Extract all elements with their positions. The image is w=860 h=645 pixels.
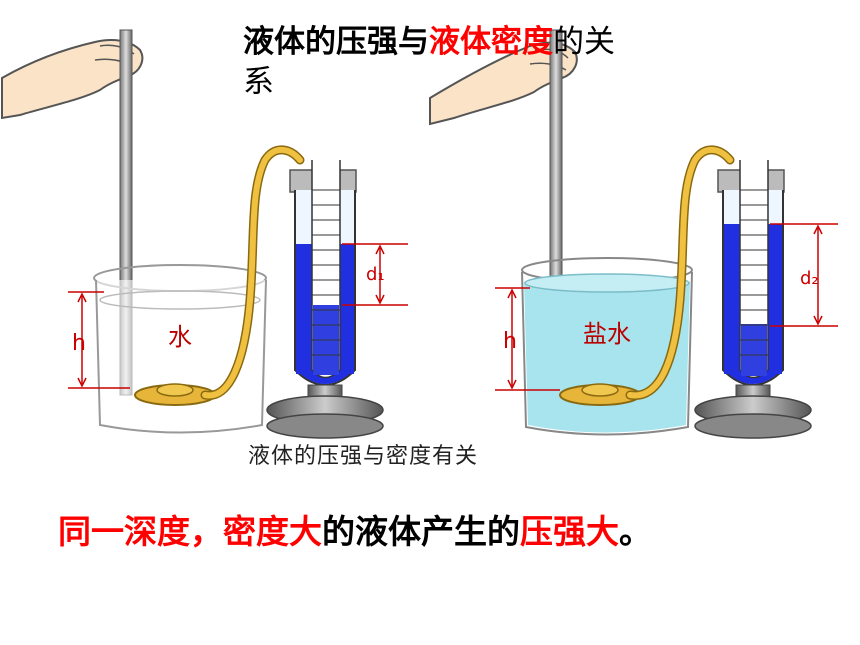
- right-depth-marker: [495, 287, 560, 391]
- right-liquid-label: 盐水: [583, 320, 631, 348]
- conclusion-text: 同一深度，密度大的液体产生的压强大。: [58, 512, 652, 551]
- left-manometer: [266, 160, 384, 439]
- left-height-label: d₁: [366, 264, 385, 285]
- slide-title: 液体的压强与液体密度的关系: [243, 24, 615, 100]
- right-height-marker: [770, 223, 838, 327]
- right-depth-label: h: [503, 329, 517, 354]
- left-depth-marker: [68, 291, 130, 389]
- left-liquid-label: 水: [168, 323, 192, 351]
- right-manometer: [694, 160, 812, 439]
- left-setup: h 水: [0, 29, 408, 439]
- right-height-label: d₂: [800, 268, 819, 289]
- left-height-marker: [342, 243, 408, 306]
- figure-caption: 液体的压强与密度有关: [248, 444, 479, 469]
- experiment-illustration: h 水: [0, 29, 838, 439]
- right-setup: h 盐水: [429, 29, 838, 439]
- left-depth-label: h: [72, 331, 86, 356]
- right-beaker-liquid: [524, 282, 690, 433]
